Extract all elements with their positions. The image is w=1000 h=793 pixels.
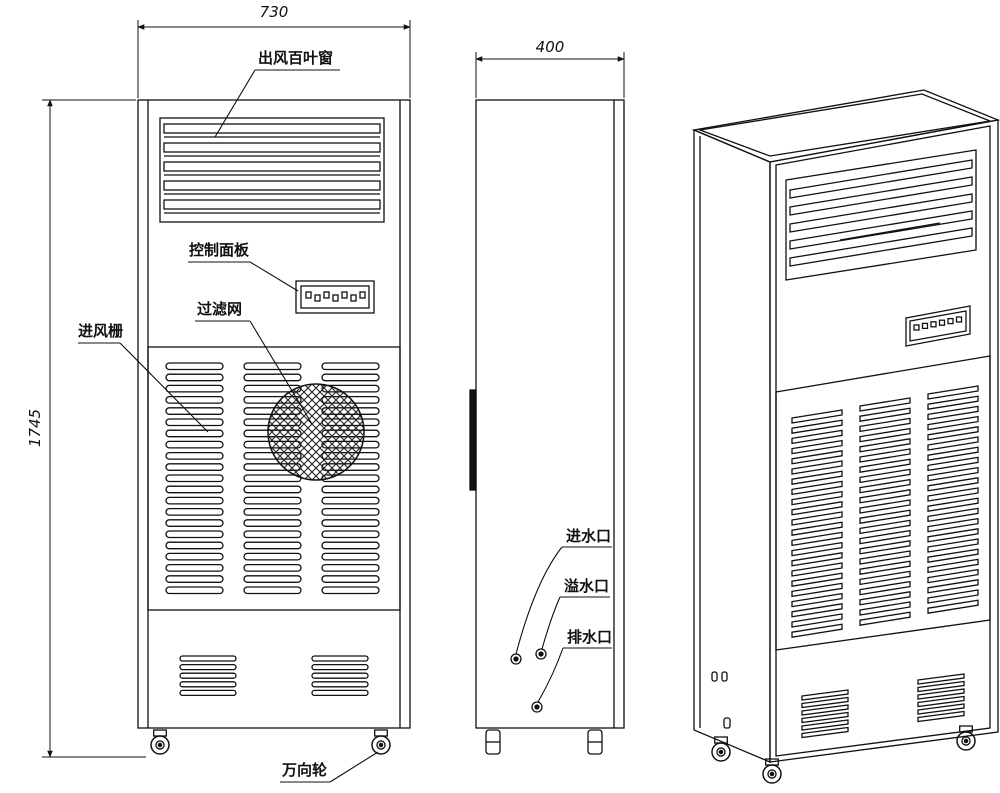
label-outlet-louver: 出风百叶窗 — [258, 49, 333, 67]
iso-louver-slats — [789, 159, 973, 267]
iso-casters — [711, 725, 976, 784]
label-overflow: 溢水口 — [564, 577, 609, 595]
overflow-port — [535, 648, 547, 660]
label-filter: 过滤网 — [197, 300, 242, 318]
width-dimension: 730 — [260, 3, 289, 21]
drain-port — [531, 701, 543, 713]
dimension-lines — [42, 20, 625, 758]
front-view — [137, 99, 411, 755]
label-drain: 排水口 — [567, 628, 612, 646]
side-leader-lines — [515, 546, 612, 703]
front-casters — [150, 729, 391, 755]
front-cabinet — [137, 99, 411, 729]
iso-grille-panel — [775, 355, 991, 651]
label-control-panel: 控制面板 — [189, 241, 250, 259]
label-caster: 万向轮 — [281, 761, 327, 779]
leader-lines — [78, 69, 379, 783]
iso-louver-frame — [785, 149, 977, 281]
height-dimension: 1745 — [26, 409, 44, 447]
filter-circle — [267, 383, 365, 481]
outlet-louver-slats — [163, 123, 381, 214]
control-panel — [295, 280, 375, 314]
iso-control-panel — [905, 305, 971, 347]
inlet-grille-frame — [147, 346, 401, 611]
outlet-louver-frame — [159, 117, 385, 223]
side-casters — [485, 729, 603, 755]
label-water-inlet: 进水口 — [566, 527, 611, 545]
label-inlet-grille: 进风栅 — [78, 322, 123, 340]
iso-grille-slats — [791, 385, 979, 638]
lower-vents — [179, 655, 369, 697]
isometric-view — [691, 89, 1000, 784]
depth-dimension: 400 — [536, 38, 565, 56]
inlet-grille-slats — [165, 362, 380, 595]
side-view — [469, 99, 625, 755]
iso-lower-vents — [801, 673, 965, 739]
